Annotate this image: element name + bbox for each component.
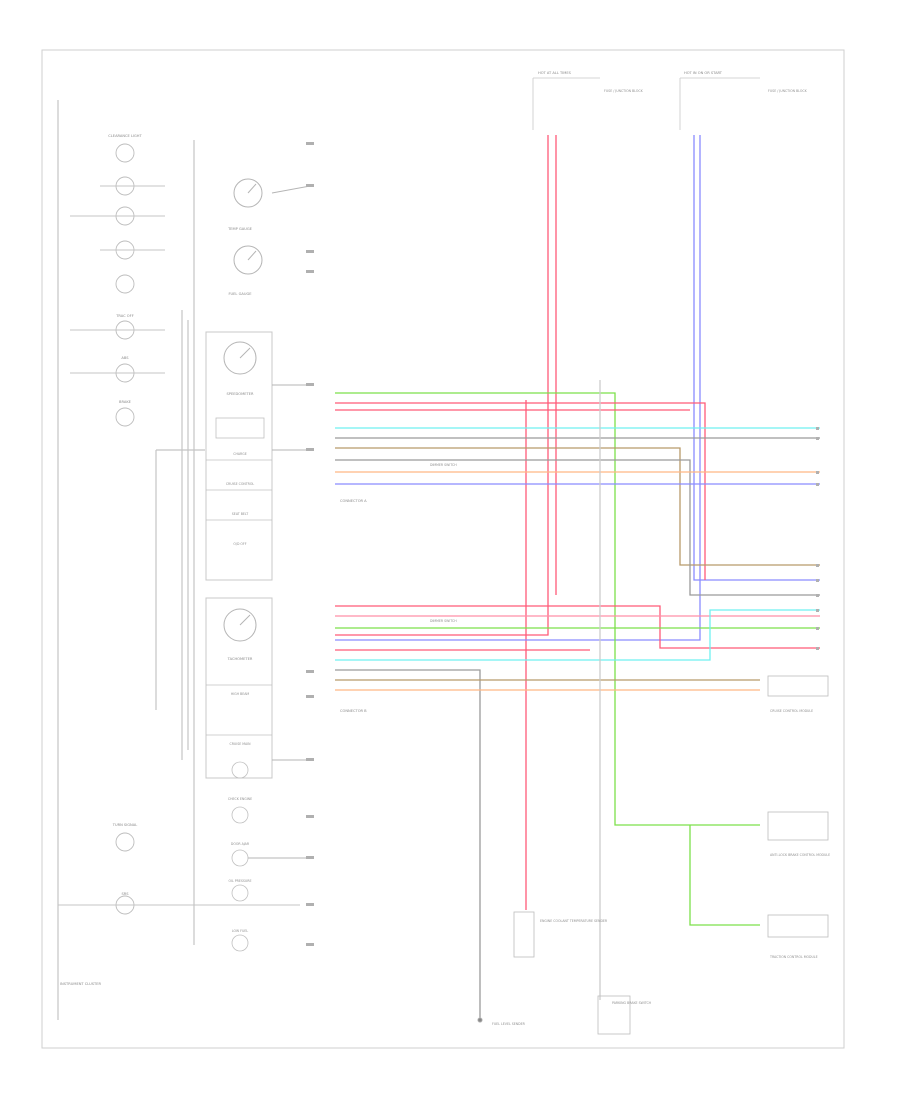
- splice-note: DIMMER SWITCH: [430, 463, 457, 467]
- indicator-label-abs: ABS: [121, 356, 129, 360]
- cluster-label: INSTRUMENT CLUSTER: [60, 982, 101, 986]
- center-lamp-fuel: LOW FUEL: [232, 929, 249, 933]
- sensor-label-coolant: ENGINE COOLANT TEMPERATURE SENDER: [540, 919, 608, 923]
- wires: [335, 135, 820, 1020]
- left-indicator-lamps: [115, 143, 135, 915]
- gauge-label-temp: TEMP GAUGE: [227, 227, 253, 231]
- sensor-label-parking: PARKING BRAKE SWITCH: [612, 1001, 652, 1005]
- cluster-buses: [57, 100, 205, 1020]
- center-lamp-oil: OIL PRESSURE: [229, 879, 252, 883]
- fuse-box-right-label: HOT IN ON OR START: [684, 71, 723, 75]
- indicator-label-trac: TRAC OFF: [115, 314, 134, 318]
- connector-a-label: CONNECTOR A: [340, 499, 367, 503]
- indicator-label-srs: SRS: [121, 892, 129, 896]
- module-label-abs: ANTI-LOCK BRAKE CONTROL MODULE: [770, 853, 830, 857]
- center-lamp-check: CHECK ENGINE: [228, 797, 252, 801]
- gauge-label-fuel: FUEL GAUGE: [228, 292, 252, 296]
- center-lamp-cruise: CRUISE CONTROL: [226, 482, 255, 486]
- tachometer-icon: [223, 608, 257, 642]
- speedometer-icon: [223, 341, 257, 375]
- fuse-box-right: [679, 77, 760, 130]
- indicator-label-brake: BRAKE: [119, 400, 132, 404]
- fuel-gauge-icon: [233, 245, 263, 275]
- brake-lamp-icon: [115, 407, 135, 427]
- center-lamp-door: DOOR AJAR: [231, 842, 250, 846]
- module-boxes: [767, 675, 829, 938]
- temp-gauge-icon: [233, 178, 263, 208]
- module-label-cruise: CRUISE CONTROL MODULE: [770, 709, 813, 713]
- indicator-label-turn: TURN SIGNAL: [112, 823, 137, 827]
- fuse-box-left-label: HOT AT ALL TIMES: [538, 71, 572, 75]
- fuse-box-right-note: FUSE / JUNCTION BLOCK: [768, 89, 808, 93]
- center-lamp-seatbelt: SEAT BELT: [232, 512, 248, 516]
- center-lamp-main: CRUISE MAIN: [229, 742, 251, 746]
- connector-b-label: CONNECTOR B: [340, 709, 367, 713]
- module-label-trac: TRACTION CONTROL MODULE: [769, 955, 818, 959]
- gauge-label-speedo: SPEEDOMETER: [227, 392, 254, 396]
- trac-module-box: [767, 914, 829, 938]
- splice-note-2: DIMMER SWITCH: [430, 619, 457, 623]
- abs-module-box: [767, 811, 829, 841]
- center-lamp-high: HIGH BEAM: [231, 692, 250, 696]
- fuse-box-left-note: FUSE / JUNCTION BLOCK: [604, 89, 644, 93]
- center-lamp-charge: CHARGE: [233, 452, 247, 456]
- sensors: [477, 911, 631, 1035]
- clearance-lamp-icon: [115, 143, 135, 163]
- cruise-module-box: [767, 675, 829, 697]
- gauge-label-tach: TACHOMETER: [227, 657, 253, 661]
- sensor-label-fuel: FUEL LEVEL SENDER: [492, 1022, 526, 1026]
- lamp-5-icon: [115, 274, 135, 294]
- center-lamps: [206, 417, 272, 952]
- diagram-frame: [41, 49, 845, 1049]
- fuse-box-left: [532, 77, 600, 130]
- center-lamp-od: O/D OFF: [233, 542, 246, 546]
- gauges: [205, 178, 273, 779]
- turn-signal-lamp-icon: [115, 832, 135, 852]
- coolant-sender-box: [513, 911, 535, 958]
- indicator-label-clearance: CLEARANCE LIGHT: [108, 134, 142, 138]
- parking-brake-switch-box: [597, 995, 631, 1035]
